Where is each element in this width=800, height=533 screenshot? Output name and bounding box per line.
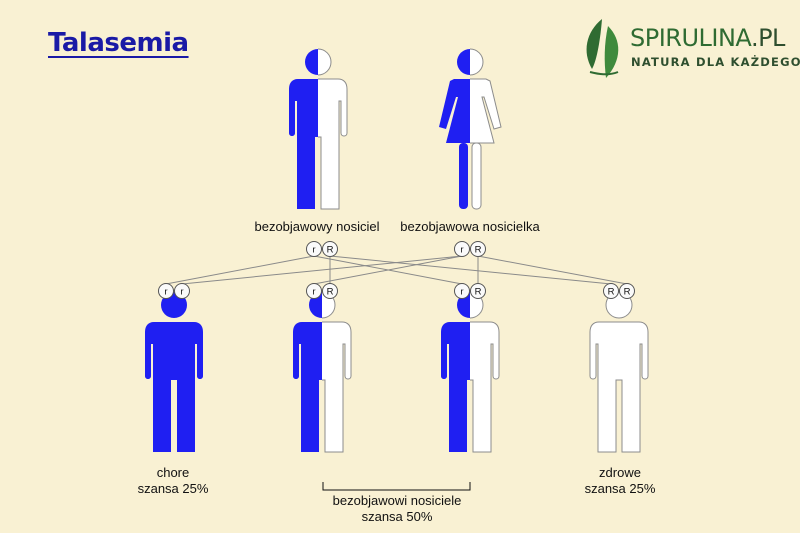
cross-line — [329, 255, 612, 285]
child-figure-2 — [293, 291, 352, 453]
affected-outcome-chance: szansa 25% — [137, 481, 209, 496]
allele-label: R — [475, 245, 482, 256]
cross-line — [477, 255, 628, 285]
allele-label: r — [460, 287, 463, 298]
brand-tagline: NATURA DLA KAŻDEGO — [631, 55, 800, 69]
healthy-outcome-chance: szansa 25% — [584, 481, 656, 496]
allele-label: R — [624, 287, 631, 298]
cross-line — [313, 255, 463, 285]
healthy-outcome: zdrowe szansa 25% — [585, 465, 656, 497]
mother-figure — [439, 48, 502, 210]
allele-circle — [322, 241, 338, 257]
carrier-outcome-chance: szansa 50% — [361, 509, 433, 524]
cross-line — [165, 255, 315, 285]
father-figure — [289, 48, 348, 210]
page-title: Talasemia — [48, 28, 189, 58]
allele-label: R — [475, 287, 482, 298]
allele-circle — [603, 283, 619, 299]
healthy-outcome-label: zdrowe — [599, 465, 641, 480]
allele-circle — [454, 241, 470, 257]
allele-label: r — [312, 287, 315, 298]
leaf-icon — [586, 19, 619, 78]
allele-label: r — [312, 245, 315, 256]
allele-circle — [470, 241, 486, 257]
allele-label: r — [460, 245, 463, 256]
allele-circle — [470, 283, 486, 299]
allele-circle — [322, 283, 338, 299]
allele-label: R — [608, 287, 615, 298]
allele-circle — [306, 241, 322, 257]
allele-circle — [158, 283, 174, 299]
allele-label: r — [180, 287, 183, 298]
brand-logo: SPIRULINA.PL NATURA DLA KAŻDEGO — [578, 14, 800, 84]
allele-label: r — [164, 287, 167, 298]
allele-circle — [174, 283, 190, 299]
mother-label: bezobjawowa nosicielka — [400, 219, 540, 234]
carrier-outcome: bezobjawowi nosiciele szansa 50% — [333, 493, 462, 525]
allele-label: R — [327, 287, 334, 298]
affected-outcome-label: chore — [156, 465, 190, 480]
people — [145, 48, 649, 453]
allele-circle — [454, 283, 470, 299]
child-figure-4 — [589, 291, 649, 453]
carrier-outcome-label: bezobjawowi nosiciele — [332, 493, 462, 508]
affected-outcome: chore szansa 25% — [138, 465, 209, 497]
child-figure-3 — [441, 291, 500, 453]
child-figure-1 — [145, 292, 203, 452]
carrier-bracket — [322, 482, 471, 491]
allele-circle — [619, 283, 635, 299]
allele-label: R — [327, 245, 334, 256]
cross-lines — [165, 255, 628, 285]
father-label: bezobjawowy nosiciel — [254, 219, 380, 234]
brand-name: SPIRULINA.PL — [630, 24, 785, 52]
allele-circle — [306, 283, 322, 299]
cross-line — [181, 255, 463, 285]
